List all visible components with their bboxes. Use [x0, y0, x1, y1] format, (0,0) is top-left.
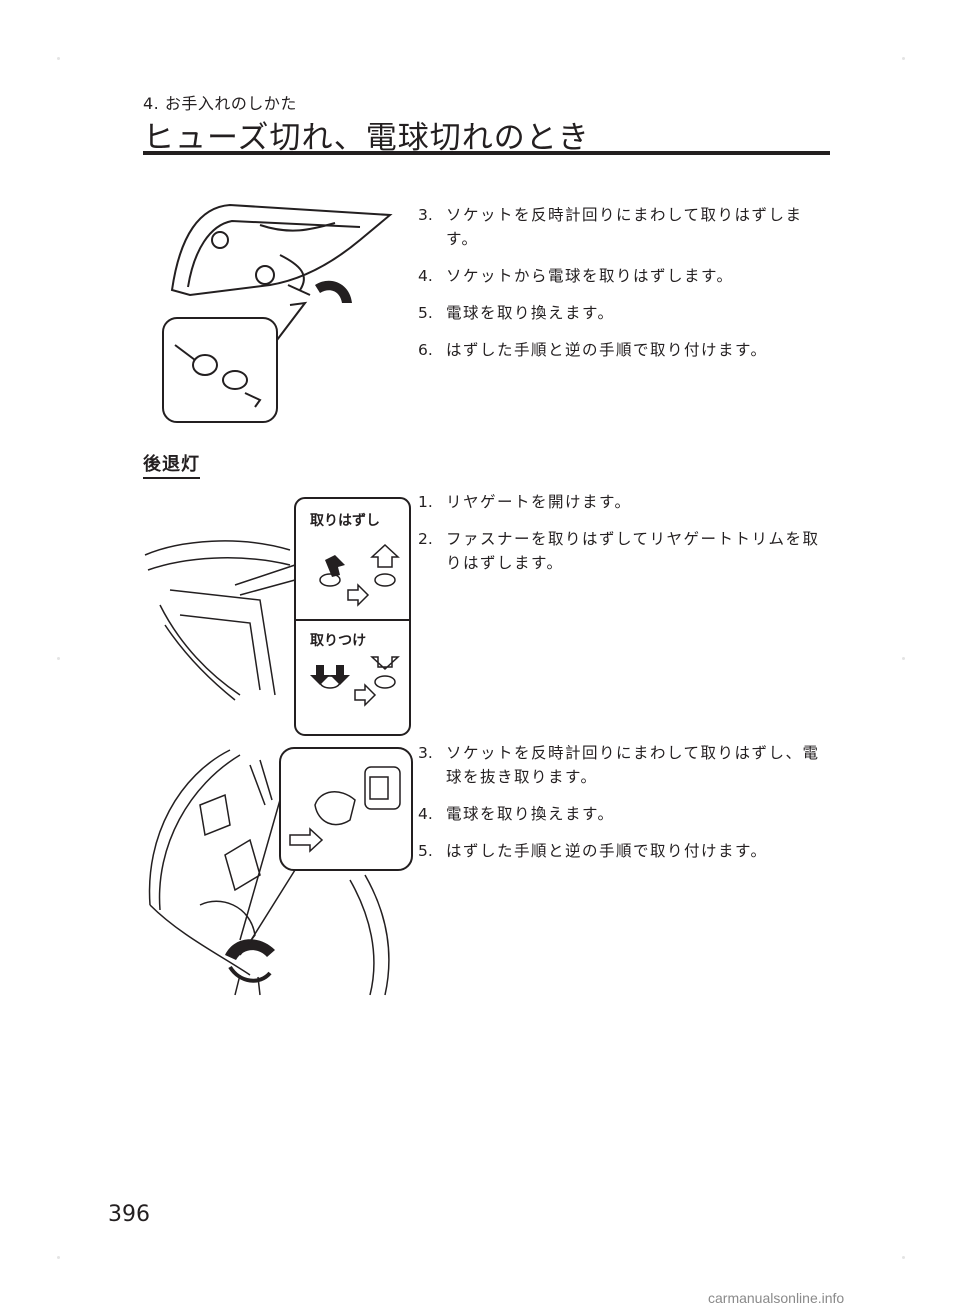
crop-mark	[57, 1256, 60, 1259]
chapter-label: 4. お手入れのしかた	[143, 94, 297, 113]
list-item: 5.はずした手順と逆の手順で取り付けます。	[418, 842, 768, 860]
section-heading: 後退灯	[143, 450, 200, 479]
list-item: 3.ソケットを反時計回りにまわして取りはずし、電球を抜き取ります。	[418, 744, 820, 786]
list-item: 2.ファスナーを取りはずしてリヤゲートトリムを取りはずします。	[418, 530, 820, 572]
footer-watermark: carmanualsonline.info	[708, 1290, 845, 1306]
steps-bottom: 3.ソケットを反時計回りにまわして取りはずし、電球を抜き取ります。 4.電球を取…	[418, 741, 833, 876]
install-label: 取りつけ	[310, 633, 366, 649]
crop-mark	[57, 657, 60, 660]
crop-mark	[57, 57, 60, 60]
list-item: 4.ソケットから電球を取りはずします。	[418, 267, 734, 285]
backup-lamp-socket-figure	[148, 747, 413, 996]
page-title: ヒューズ切れ、電球切れのとき	[143, 120, 590, 156]
remove-label: 取りはずし	[310, 512, 380, 529]
steps-top: 3.ソケットを反時計回りにまわして取りはずします。 4.ソケットから電球を取りは…	[418, 203, 833, 375]
crop-mark	[902, 657, 905, 660]
liftgate-trim-figure: 取りはずし 取りつけ	[144, 497, 411, 736]
list-item: 4.電球を取り換えます。	[418, 805, 615, 823]
steps-mid: 1.リヤゲートを開けます。 2.ファスナーを取りはずしてリヤゲートトリムを取りは…	[418, 490, 833, 588]
tail-lamp-socket-figure	[162, 203, 393, 423]
page-number: 396	[108, 1202, 150, 1227]
list-item: 1.リヤゲートを開けます。	[418, 493, 632, 511]
crop-mark	[902, 1256, 905, 1259]
list-item: 5.電球を取り換えます。	[418, 304, 615, 322]
crop-mark	[902, 57, 905, 60]
title-rule	[143, 151, 830, 155]
list-item: 6.はずした手順と逆の手順で取り付けます。	[418, 341, 768, 359]
list-item: 3.ソケットを反時計回りにまわして取りはずします。	[418, 206, 803, 248]
